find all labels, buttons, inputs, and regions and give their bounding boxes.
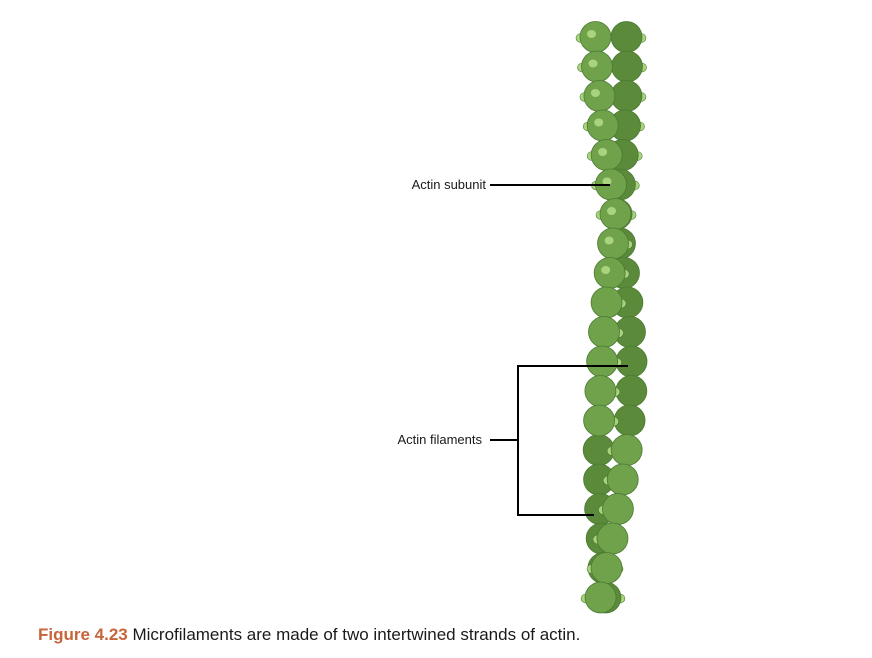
subunit-body	[586, 345, 619, 378]
actin-subunit-front-6	[595, 198, 632, 230]
actin-subunit-front-13	[583, 404, 619, 437]
actin-subunit-front-1	[577, 50, 613, 83]
subunit-body	[610, 434, 643, 466]
actin-subunit-front-0	[575, 21, 612, 53]
subunit-body	[590, 552, 623, 584]
subunit-body	[599, 198, 632, 230]
subunit-body	[583, 404, 616, 437]
leader-lines	[490, 184, 628, 516]
subunit-highlight	[587, 30, 596, 38]
subunit-highlight	[602, 177, 612, 186]
figure-caption: Figure 4.23 Microfilaments are made of t…	[38, 625, 580, 645]
actin-subunit-back-2	[610, 80, 647, 112]
actin-subunit-front-16	[598, 493, 634, 525]
subunit-body	[597, 227, 629, 260]
subunit-body	[593, 257, 626, 289]
subunit-body	[584, 375, 617, 407]
actin-subunit-back-1	[611, 50, 647, 83]
figure-number: Figure 4.23	[38, 625, 128, 644]
subunit-body	[596, 522, 629, 555]
actin-subunit-front-4	[586, 139, 623, 171]
subunit-body	[610, 21, 643, 53]
subunit-body	[590, 139, 623, 171]
subunit-body	[581, 50, 613, 83]
actin-subunit-front-17	[592, 522, 629, 555]
actin-filaments-label: Actin filaments	[397, 432, 482, 447]
actin-subunit-front-14	[606, 434, 643, 466]
subunit-body	[588, 316, 620, 348]
subunit-body	[602, 493, 634, 525]
caption-text: Microfilaments are made of two intertwin…	[127, 625, 581, 644]
subunit-body	[583, 80, 616, 112]
subunit-highlight	[607, 207, 617, 215]
actin-subunit-front-18	[586, 552, 623, 584]
subunit-body	[590, 286, 623, 319]
subunit-highlight	[590, 89, 600, 97]
subunit-body	[610, 80, 643, 112]
subunit-highlight	[598, 148, 608, 156]
subunit-body	[579, 21, 612, 53]
subunit-body	[586, 109, 619, 142]
subunit-highlight	[601, 266, 611, 274]
actin-subunit-front-7	[597, 227, 633, 260]
subunit-body	[606, 463, 639, 496]
actin-subunit-front-12	[584, 375, 621, 407]
actin-subunit-front-9	[590, 286, 627, 319]
actin-subunit-front-11	[586, 345, 622, 378]
subunit-highlight	[594, 118, 604, 127]
subunit-body	[615, 375, 648, 407]
actin-subunit-back-0	[610, 21, 647, 53]
subunit-highlight	[604, 236, 614, 245]
actin-subunit-front-19	[580, 581, 617, 614]
actin-subunit-front-3	[582, 109, 619, 142]
actin-subunit-front-10	[588, 316, 624, 348]
actin-subunit-front-15	[602, 463, 639, 496]
actin-subunit-front-2	[579, 80, 616, 112]
actin-strand-front	[575, 21, 643, 614]
actin-subunit-label: Actin subunit	[411, 177, 486, 192]
subunit-body	[584, 581, 617, 614]
actin-subunit-front-8	[593, 257, 630, 289]
subunit-highlight	[588, 59, 598, 68]
subunit-body	[611, 50, 643, 83]
